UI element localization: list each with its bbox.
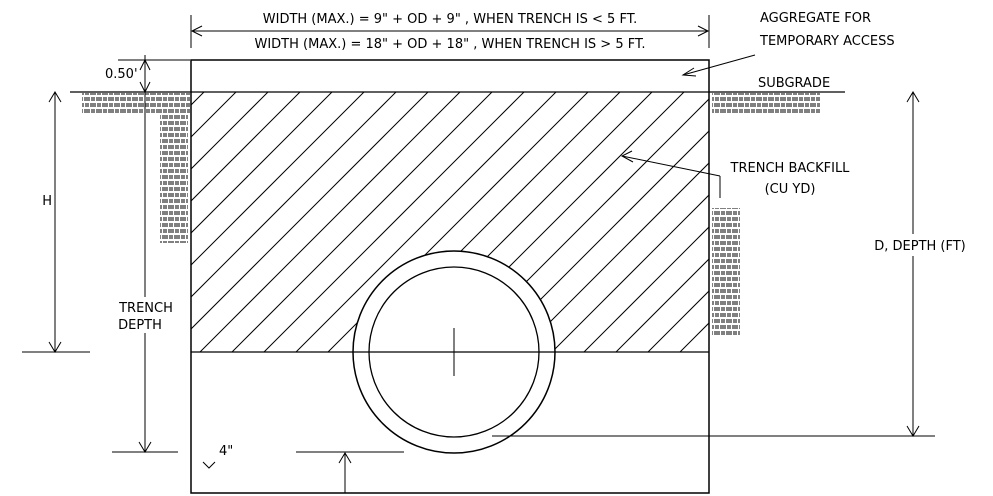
hatch-line bbox=[447, 92, 709, 352]
hatch-line bbox=[607, 92, 709, 352]
trench-outline bbox=[190, 59, 710, 494]
h-arrow-top bbox=[48, 91, 62, 103]
hatch-line bbox=[287, 92, 569, 352]
aggregate-label-line1: AGGREGATE FOR bbox=[760, 11, 871, 26]
width-large-label: WIDTH (MAX.) = 18" + OD + 18" , WHEN TRE… bbox=[254, 37, 645, 52]
earth-top-left bbox=[82, 93, 190, 113]
h-arrow-bottom bbox=[48, 341, 62, 353]
width-small-label: WIDTH (MAX.) = 9" + OD + 9" , WHEN TRENC… bbox=[263, 12, 637, 27]
earth-top-right bbox=[712, 93, 820, 113]
hatch-line bbox=[415, 92, 697, 352]
aggregate-leader bbox=[682, 54, 756, 76]
depth-arrow-top bbox=[906, 91, 920, 103]
offset-label: 0.50' bbox=[105, 67, 138, 82]
hatch-line bbox=[0, 80, 120, 360]
hatch-line bbox=[191, 92, 441, 352]
hatch-line bbox=[223, 92, 505, 352]
trench-depth-label-line2: DEPTH bbox=[118, 318, 162, 333]
backfill-leader bbox=[621, 155, 721, 177]
hatch-line bbox=[383, 92, 665, 352]
hatch-line bbox=[511, 92, 709, 352]
hatch-line bbox=[896, 80, 993, 360]
hatch-line bbox=[255, 92, 537, 352]
depth-label-bg bbox=[864, 234, 976, 256]
pipe-outer bbox=[352, 250, 556, 454]
hatch-line bbox=[351, 92, 633, 352]
aggregate-label-line2: TEMPORARY ACCESS bbox=[759, 34, 895, 49]
h-label: H bbox=[42, 194, 52, 209]
offset-arrow-bottom bbox=[139, 81, 151, 94]
offset-arrow-top bbox=[139, 58, 151, 71]
hatch-line bbox=[319, 92, 601, 352]
backfill-label-line1: TRENCH BACKFILL bbox=[730, 161, 851, 176]
trench-depth-arrow-bottom bbox=[138, 441, 152, 453]
bedding-arrow-up bbox=[338, 452, 352, 464]
hatch-line bbox=[768, 80, 993, 360]
depth-label: D, DEPTH (FT) bbox=[874, 239, 966, 254]
hatch-line bbox=[800, 80, 993, 360]
hatch-line bbox=[928, 80, 993, 360]
width-arrow-right bbox=[697, 25, 710, 37]
hatch-line bbox=[191, 92, 473, 352]
hatch-line bbox=[191, 92, 377, 352]
earth-left-wall bbox=[160, 113, 188, 243]
hatch-line bbox=[703, 92, 709, 352]
hatch-line bbox=[864, 80, 993, 360]
hatch-line bbox=[191, 92, 281, 352]
trench-depth-label-line1: TRENCH bbox=[118, 301, 173, 316]
bedding-label: 4" bbox=[219, 444, 233, 459]
hatch-line bbox=[736, 80, 993, 360]
bedding-arrow-down bbox=[202, 461, 216, 469]
subgrade-label: SUBGRADE bbox=[758, 76, 830, 91]
hatch-line bbox=[191, 92, 249, 352]
width-arrow-left bbox=[190, 25, 203, 37]
hatch-line bbox=[575, 92, 709, 352]
pipe-inner bbox=[368, 266, 540, 438]
hatch-line bbox=[960, 80, 993, 360]
backfill-arrow bbox=[620, 150, 634, 163]
hatch-line bbox=[639, 92, 709, 352]
earth-right-wall bbox=[712, 208, 740, 336]
aggregate-arrow bbox=[681, 67, 697, 77]
hatch-line bbox=[543, 92, 709, 352]
hatch-line bbox=[191, 92, 409, 352]
trench-depth-label-bg bbox=[112, 297, 180, 333]
backfill-label-line2: (CU YD) bbox=[765, 182, 816, 197]
hatch-line bbox=[191, 92, 345, 352]
hatch-line bbox=[191, 92, 313, 352]
